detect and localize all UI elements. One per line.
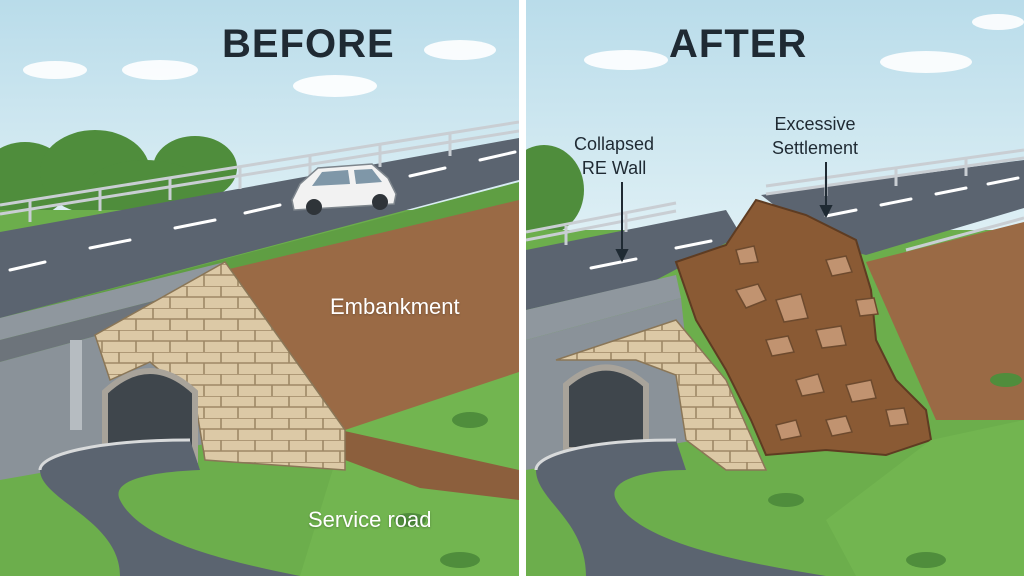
excessive-settlement-line2: Settlement (772, 138, 859, 158)
before-scene (0, 0, 519, 576)
grass-tufts (768, 373, 1022, 568)
excessive-settlement-line1: Excessive (774, 114, 856, 134)
service-road-label: Service road (308, 507, 432, 532)
lane-markings (589, 176, 1020, 270)
after-scene (526, 0, 1024, 576)
service-road-curb (534, 438, 677, 471)
panel-divider (519, 0, 526, 576)
clouds (23, 40, 496, 97)
excessive-settlement-callout: Excessive Settlement (772, 112, 858, 160)
debris-rocks (734, 245, 909, 441)
service-road-surface (40, 440, 300, 576)
lane-markings (8, 150, 517, 272)
after-heading: AFTER (669, 22, 808, 66)
foreground-grass-right (826, 420, 1024, 576)
service-road-surface (536, 440, 826, 576)
culvert-opening (563, 364, 649, 453)
grass-tufts (394, 412, 488, 568)
re-wall-remaining (555, 319, 768, 471)
collapsed-re-wall-line2: RE Wall (581, 158, 647, 178)
re-wall-face (94, 261, 346, 471)
car (291, 163, 397, 215)
embankment-soil (866, 222, 1024, 420)
collapsed-re-wall-line1: Collapsed (574, 134, 655, 154)
collapsed-re-wall-callout: Collapsed RE Wall (574, 132, 654, 180)
trees (526, 145, 584, 235)
embankment-label: Embankment (330, 294, 460, 319)
callout-arrows (615, 162, 833, 263)
before-heading: BEFORE (222, 22, 395, 66)
before-panel: BEFORE Embankment Service road (0, 0, 519, 576)
bridge-deck-beam (526, 275, 681, 340)
clouds (584, 14, 1024, 73)
embankment-toe (340, 430, 519, 500)
bridge-column (70, 340, 82, 430)
bridge-deck-beam (0, 262, 228, 340)
culvert-opening (102, 368, 198, 463)
service-road-curb (38, 438, 191, 471)
after-panel: AFTER Collapsed RE Wall Excessive Settle… (526, 0, 1024, 576)
